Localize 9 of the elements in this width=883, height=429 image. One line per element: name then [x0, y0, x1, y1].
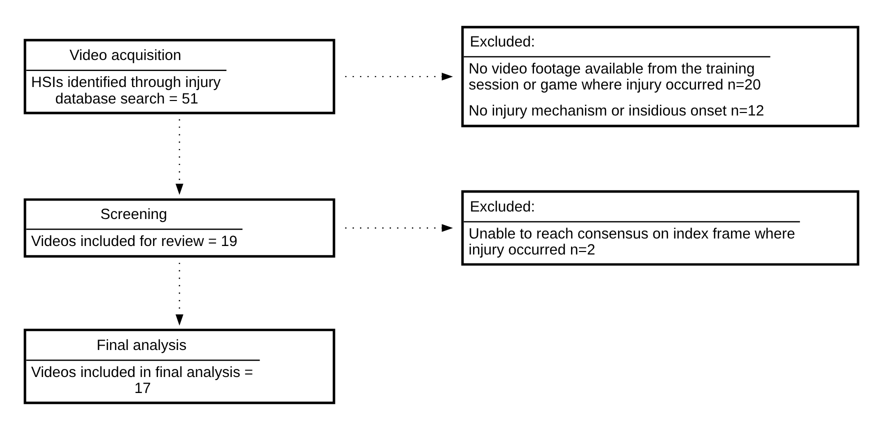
arrow [345, 72, 453, 80]
arrow [176, 118, 184, 194]
node-box: Video acquisition HSIs identified through injury database search = 51 [24, 38, 336, 114]
node-box: Final analysis Videos included in final analysis = 17 [24, 328, 336, 404]
node-box: Excluded: No video footage available from the training session or game where injury occurred n=20 No injury mechanism or insidious onset n=12 [461, 25, 860, 127]
arrow [345, 224, 453, 232]
node-box: Excluded: Unable to reach consensus on index frame where injury occurred n=2 [461, 190, 860, 266]
arrow [176, 262, 184, 326]
node-box: Screening Videos included for review = 19 [24, 198, 336, 258]
